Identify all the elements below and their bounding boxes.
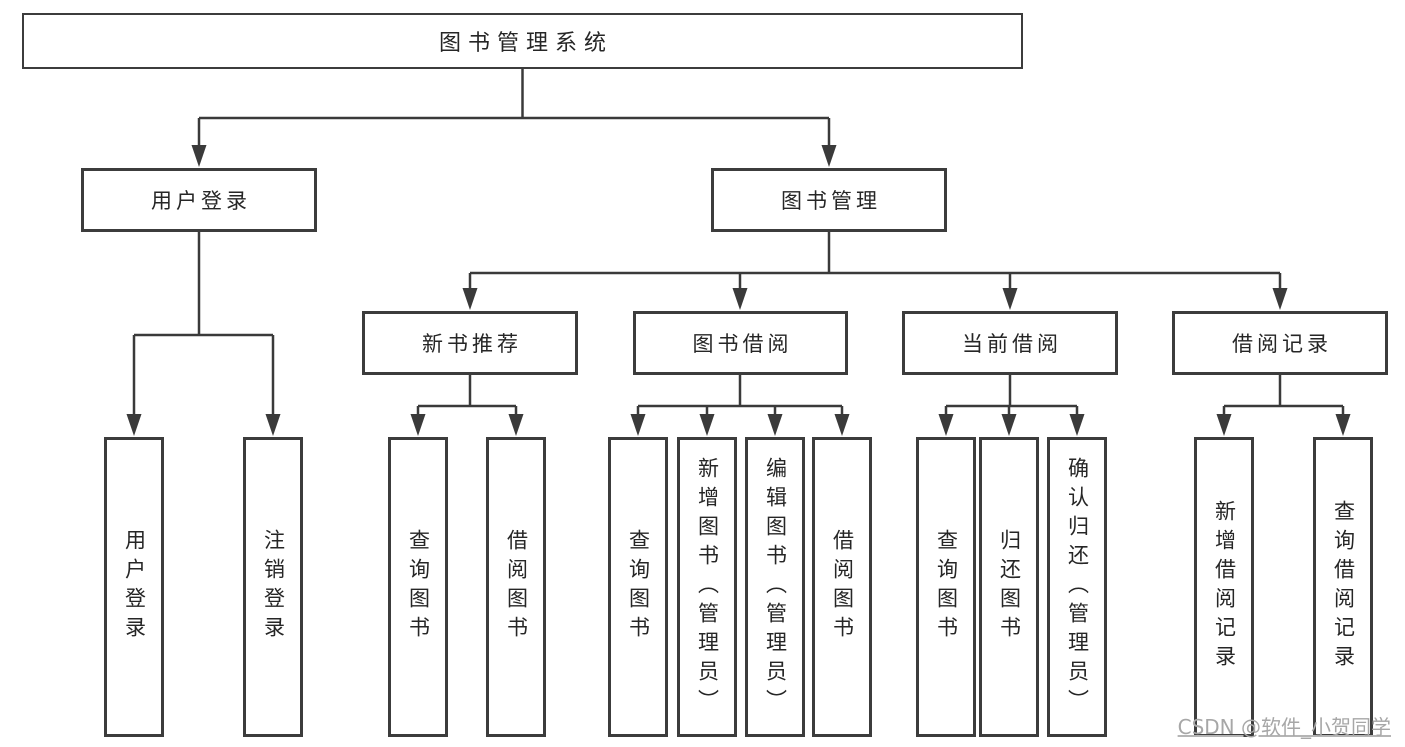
leaf-add-books-admin: 新增图书（管理员）	[677, 437, 737, 737]
node-borrowing-records: 借阅记录	[1172, 311, 1388, 375]
csdn-watermark: CSDN @软件_小贺同学	[1177, 715, 1391, 739]
leaf-borrow-books-recommend: 借阅图书	[486, 437, 546, 737]
arrowhead-icon	[508, 414, 524, 436]
arrowhead-icon	[1216, 414, 1232, 436]
leaf-return-books: 归还图书	[979, 437, 1039, 737]
node-current-borrowing: 当前借阅	[902, 311, 1118, 375]
node-user-login: 用户登录	[81, 168, 317, 232]
arrowhead-icon	[1335, 414, 1351, 436]
arrowhead-icon	[265, 414, 281, 436]
leaf-borrow-books: 借阅图书	[812, 437, 872, 737]
arrowhead-icon	[191, 145, 207, 167]
arrowhead-icon	[699, 414, 715, 436]
arrowhead-icon	[630, 414, 646, 436]
arrowhead-icon	[1069, 414, 1085, 436]
leaf-user-login: 用户登录	[104, 437, 164, 737]
leaf-add-borrow-record: 新增借阅记录	[1194, 437, 1254, 737]
leaf-query-books-recommend: 查询图书	[388, 437, 448, 737]
arrowhead-icon	[410, 414, 426, 436]
arrowhead-icon	[834, 414, 850, 436]
arrowhead-icon	[1272, 288, 1288, 310]
node-new-book-recommendation: 新书推荐	[362, 311, 578, 375]
arrowhead-icon	[821, 145, 837, 167]
node-library-system: 图书管理系统	[22, 13, 1023, 69]
leaf-confirm-return-admin: 确认归还（管理员）	[1047, 437, 1107, 737]
arrowhead-icon	[462, 288, 478, 310]
node-book-management: 图书管理	[711, 168, 947, 232]
arrowhead-icon	[938, 414, 954, 436]
leaf-query-books-borrow: 查询图书	[608, 437, 668, 737]
leaf-query-books-current: 查询图书	[916, 437, 976, 737]
arrowhead-icon	[767, 414, 783, 436]
arrowhead-icons	[126, 145, 1351, 436]
node-book-borrowing: 图书借阅	[633, 311, 848, 375]
arrowhead-icon	[126, 414, 142, 436]
arrowhead-icon	[1001, 414, 1017, 436]
leaf-query-borrow-record: 查询借阅记录	[1313, 437, 1373, 737]
leaf-edit-books-admin: 编辑图书（管理员）	[745, 437, 805, 737]
arrowhead-icon	[732, 288, 748, 310]
leaf-logout: 注销登录	[243, 437, 303, 737]
arrowhead-icon	[1002, 288, 1018, 310]
